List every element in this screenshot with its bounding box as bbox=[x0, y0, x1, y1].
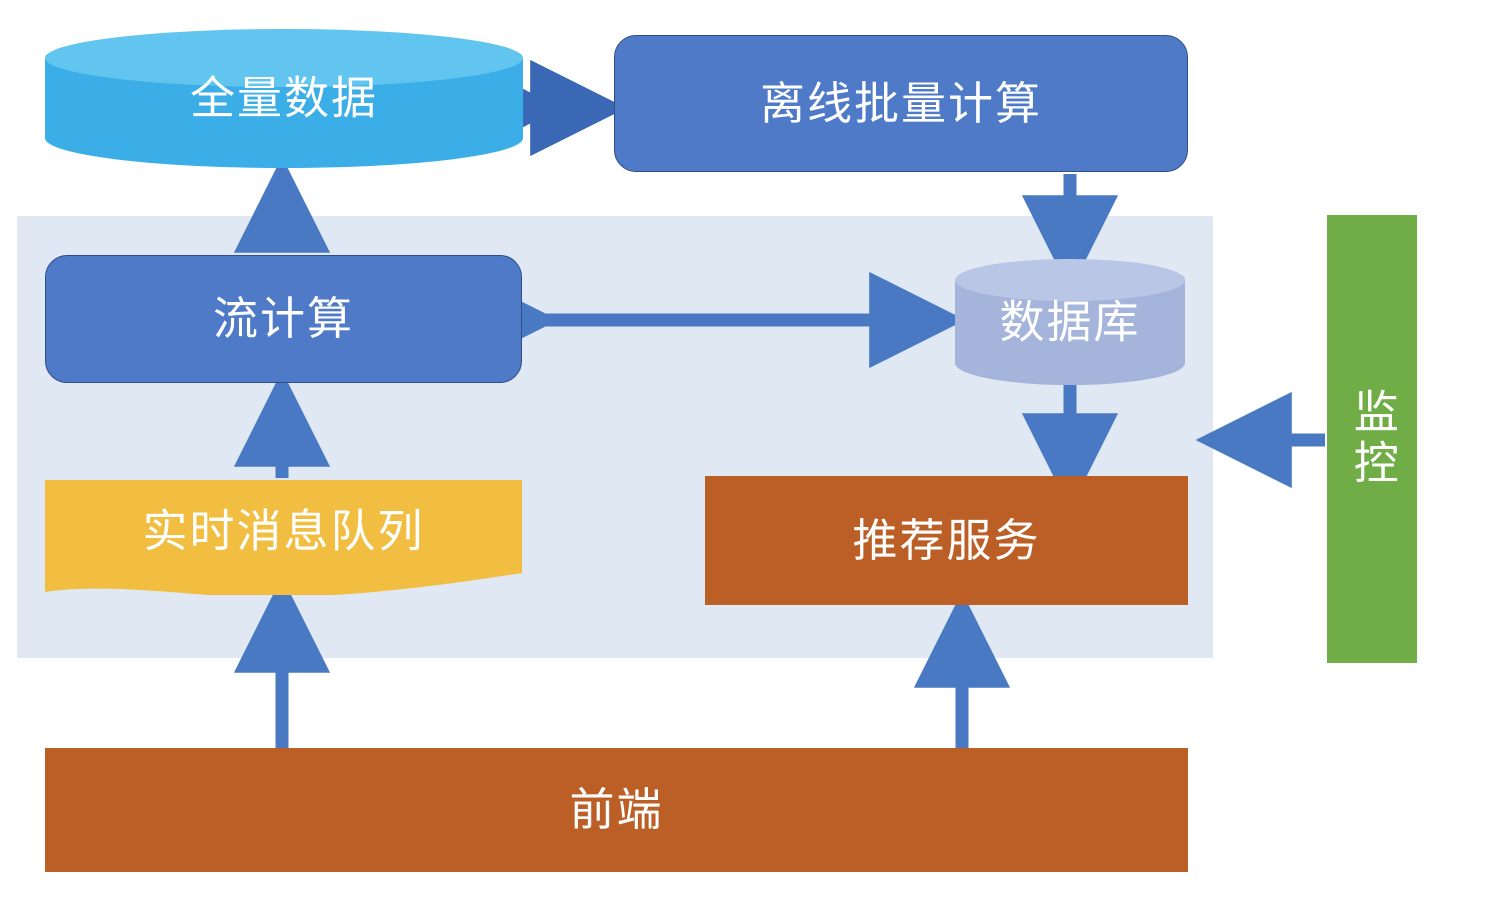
node-label: 实时消息队列 bbox=[142, 504, 425, 556]
node-full-data[interactable]: 全量数据 bbox=[45, 28, 523, 168]
cylinder-shape bbox=[45, 29, 523, 168]
node-stream-compute[interactable]: 流计算 bbox=[45, 255, 522, 383]
node-offline-batch[interactable]: 离线批量计算 bbox=[614, 35, 1188, 172]
node-label: 离线批量计算 bbox=[759, 77, 1042, 129]
node-label: 推荐服务 bbox=[852, 514, 1041, 566]
node-frontend[interactable]: 前端 bbox=[45, 748, 1188, 872]
node-database[interactable]: 数据库 bbox=[955, 258, 1185, 385]
node-monitoring[interactable]: 监控 bbox=[1327, 215, 1417, 663]
node-label: 数据库 bbox=[999, 295, 1141, 347]
node-recommend-service[interactable]: 推荐服务 bbox=[705, 476, 1188, 605]
node-label: 流计算 bbox=[212, 293, 354, 345]
wave-shape bbox=[45, 480, 522, 595]
node-label: 监控 bbox=[1346, 388, 1398, 490]
node-label: 全量数据 bbox=[189, 72, 378, 124]
node-message-queue[interactable]: 实时消息队列 bbox=[45, 480, 522, 595]
node-label: 前端 bbox=[569, 784, 664, 836]
cylinder-shape bbox=[955, 259, 1185, 385]
